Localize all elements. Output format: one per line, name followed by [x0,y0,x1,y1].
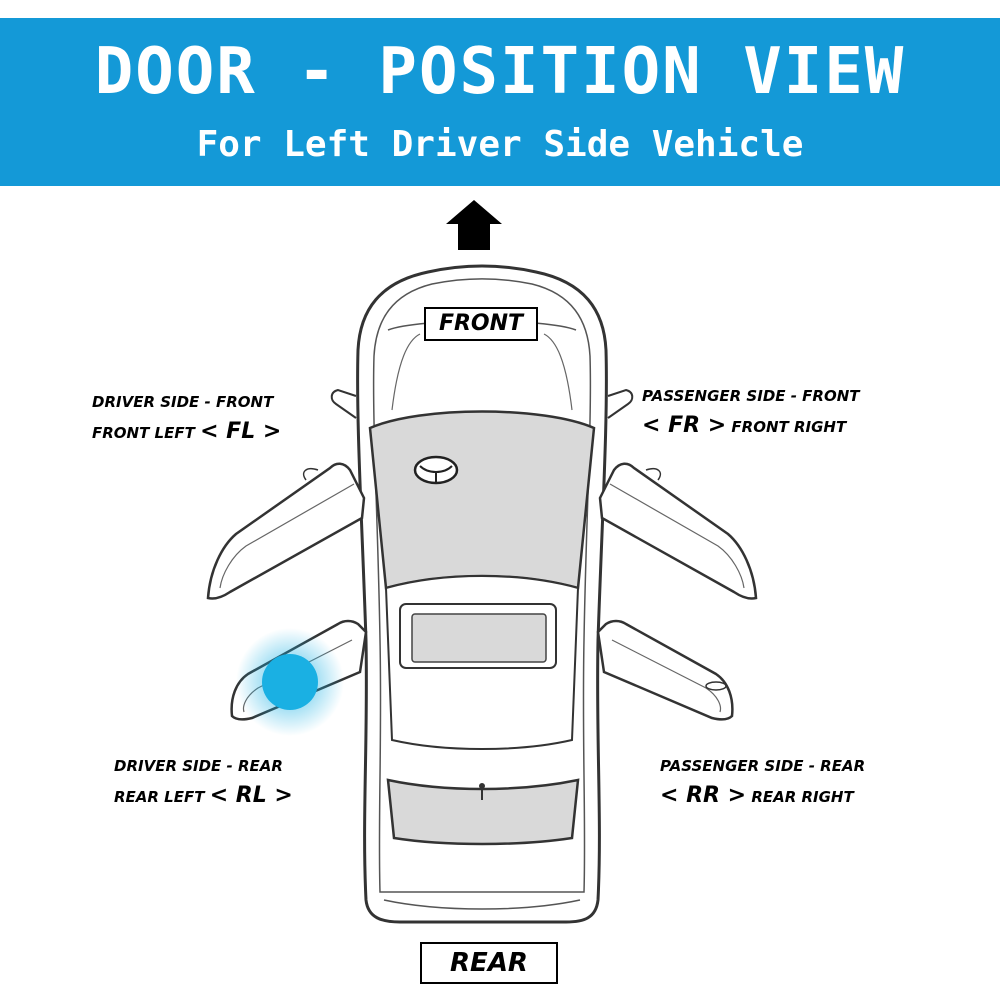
label-fr-code: < FR > FRONT RIGHT [642,413,847,438]
up-arrow-icon [446,200,502,250]
label-rl-prefix: REAR LEFT [114,788,205,806]
label-rl-code: REAR LEFT < RL > [114,783,293,808]
label-fr-side: PASSENGER SIDE - FRONT [642,387,860,405]
door-front-right [598,462,758,600]
label-rl-abbrev: < RL > [209,783,293,808]
sunroof [411,613,547,663]
front-label: FRONT [424,307,538,341]
page-title: DOOR - POSITION VIEW [94,35,906,109]
label-fr-abbrev: < FR > [642,413,727,438]
label-fl-prefix: FRONT LEFT [92,424,195,442]
door-rear-right [596,619,734,721]
label-rr-suffix: REAR RIGHT [751,788,854,806]
page-subtitle: For Left Driver Side Vehicle [196,124,804,165]
label-rl-side: DRIVER SIDE - REAR [114,757,283,775]
rear-window [386,778,580,846]
label-rr-code: < RR > REAR RIGHT [660,783,854,808]
header-banner [0,18,1000,186]
label-fl-abbrev: < FL > [200,419,282,444]
windshield [368,410,596,590]
brand-logo-icon [413,455,459,485]
label-rr-abbrev: < RR > [660,783,747,808]
label-fr-suffix: FRONT RIGHT [731,418,847,436]
label-rr-side: PASSENGER SIDE - REAR [660,757,866,775]
door-front-left [206,462,366,600]
right-mirror [607,388,634,419]
rear-label: REAR [420,942,558,984]
rear-left-highlight-dot [262,654,318,710]
label-fl-side: DRIVER SIDE - FRONT [92,393,274,411]
left-mirror [330,388,357,419]
label-fl-code: FRONT LEFT < FL > [92,419,282,444]
